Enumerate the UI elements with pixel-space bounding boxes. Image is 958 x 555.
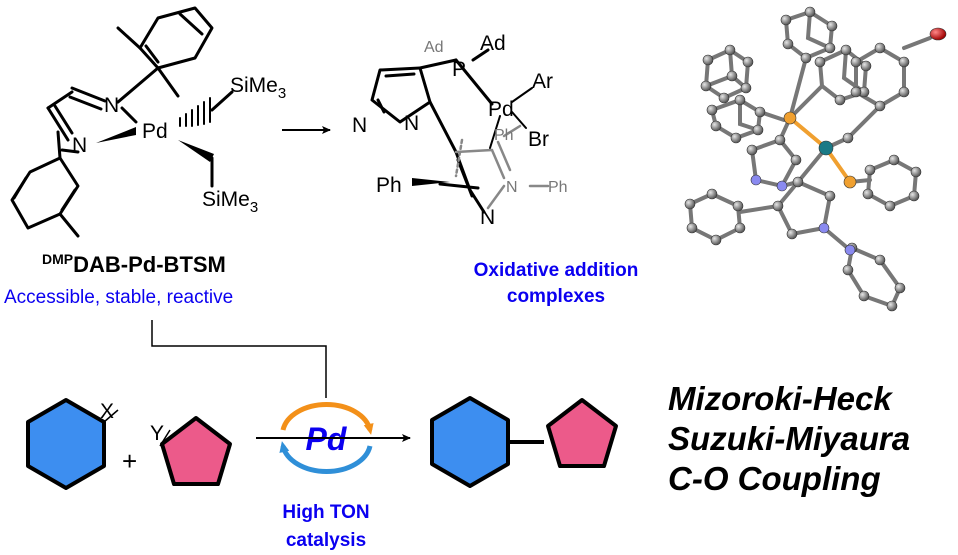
p-atom: P (452, 58, 466, 81)
plus-sign: + (122, 446, 137, 476)
lower-aryl-ring (10, 156, 80, 230)
ph-wedge (412, 178, 450, 186)
reaction-type-2: Suzuki-Miyaura (668, 420, 910, 457)
pd-atom-oa: Pd (488, 98, 514, 121)
tms-lower: SiMe3 (202, 188, 258, 216)
ph-grey-right: Ph (548, 179, 568, 196)
crystal-structure (684, 6, 947, 312)
pentagon-substrate (160, 416, 232, 486)
precatalyst-subtitle: Accessible, stable, reactive (4, 287, 233, 308)
ad-atom-grey: Ad (424, 39, 444, 56)
oa-complex-grey-bonds (454, 124, 550, 210)
pd-atom: Pd (142, 120, 168, 143)
tms-upper: SiMe3 (230, 74, 286, 102)
hexagon-substrate (26, 398, 106, 490)
pd-ch2-wedge (178, 140, 214, 162)
hexagon-product (430, 396, 510, 488)
x-group: X (100, 400, 114, 423)
upper-aryl-ring (138, 6, 214, 70)
reaction-type-1: Mizoroki-Heck (668, 380, 893, 417)
catalysis-line2: catalysis (286, 530, 366, 551)
n-atom-upper: N (104, 94, 119, 117)
reaction-type-list: Mizoroki-Heck Suzuki-Miyaura C-O Couplin… (668, 380, 910, 497)
ph-grey-top: Ph (494, 127, 514, 144)
oa-complex-structure (370, 48, 494, 214)
connector-line (151, 320, 327, 398)
ar-atom: Ar (532, 70, 553, 93)
ph-left: Ph (376, 174, 402, 197)
cycle-arc-blue (279, 441, 373, 474)
precatalyst-name-main: DAB-Pd-BTSM (73, 252, 226, 277)
pentagon-product (546, 398, 618, 468)
cycle-arc-orange (280, 402, 374, 435)
reaction-type-3: C-O Coupling (668, 460, 881, 497)
n-atom-bottom: N (480, 206, 495, 229)
precatalyst-structure (10, 6, 234, 238)
precatalyst-name-super: DMP (42, 251, 73, 267)
oa-complex-atoms: Ad Ad P Pd Ar Br N N Ph Ph N Ph N (352, 32, 568, 229)
ad-atom-black: Ad (480, 32, 506, 55)
n-atom-pz-a: N (352, 114, 367, 137)
oa-label-line1: Oxidative addition (474, 260, 639, 281)
pyrazole-ring (370, 66, 432, 124)
catalysis-line1: High TON (282, 502, 369, 523)
y-group: Y (150, 422, 164, 445)
oa-label-line2: complexes (507, 286, 605, 307)
substrate-aryl: X (26, 398, 119, 490)
precatalyst-name: DMPDAB-Pd-BTSM (42, 251, 226, 277)
substrate-pentagon: Y (150, 416, 232, 486)
product (430, 396, 618, 488)
n-atom-lower: N (72, 134, 87, 157)
n-grey: N (506, 179, 518, 196)
br-atom: Br (528, 128, 549, 151)
n-atom-pz-b: N (404, 112, 419, 135)
n-pd-wedge (96, 127, 136, 143)
precatalyst-atoms: Pd N N SiMe3 SiMe3 (72, 74, 286, 216)
